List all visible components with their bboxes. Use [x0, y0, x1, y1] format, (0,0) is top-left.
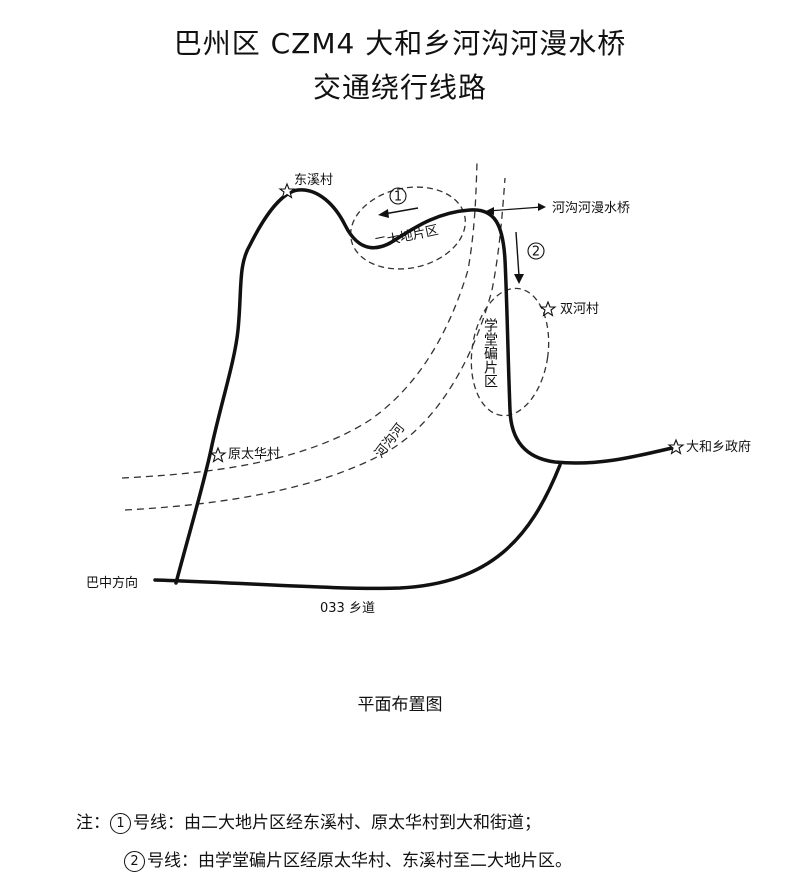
village-label-shuanghe: 双河村: [560, 302, 599, 317]
figure-caption: 平面布置图: [357, 695, 443, 715]
zone-2-circle: [470, 287, 550, 417]
route-2-marker: [527, 242, 545, 260]
route-1-arrow-head: [378, 209, 389, 218]
route-2-arrow: [515, 231, 520, 277]
star-icon: [539, 300, 557, 317]
title-line-2: 交通绕行线路: [312, 71, 487, 104]
direction-label-bazhong: 巴中方向: [86, 575, 138, 591]
route-2-circle-number: 2: [124, 850, 145, 872]
township-road-033: [153, 463, 562, 591]
zone-2-label: 学堂碥片区: [482, 318, 498, 388]
road-label-033: 033 乡道: [320, 601, 375, 616]
village-label-dongxi: 东溪村: [294, 173, 333, 188]
river-line-lower: [124, 177, 506, 511]
route-1-circle-number: 1: [110, 812, 131, 834]
river-line-upper: [121, 161, 478, 479]
note-route-2-text: 号线：由学堂碥片区经原太华村、东溪村至二大地片区。: [147, 851, 572, 871]
route-2-arrow-head: [514, 274, 524, 284]
star-icon: [278, 182, 296, 199]
bridge-pointer-head-left: [486, 207, 494, 215]
route-1-marker: [389, 187, 407, 205]
main-road: [174, 188, 674, 585]
bridge-pointer-head-right: [538, 203, 546, 211]
route-2-number: 2: [532, 245, 540, 260]
star-icon: [209, 446, 227, 463]
title-line-1: 巴州区 CZM4 大和乡河沟河漫水桥: [173, 27, 627, 60]
route-1-number: 1: [394, 190, 402, 205]
zone-1-label: 二大地片区: [373, 223, 440, 251]
note-prefix: 注：: [76, 813, 110, 833]
note-route-1-text: 号线：由二大地片区经东溪村、原太华村到大和街道；: [133, 813, 541, 833]
village-label-yuantaihua: 原太华村: [228, 447, 280, 462]
route-1-arrow: [383, 207, 419, 215]
zone-1-circle: [350, 186, 466, 270]
village-label-daxiang-gov: 大和乡政府: [686, 440, 751, 455]
bridge-pointer: [487, 206, 543, 212]
star-icon: [667, 438, 685, 455]
bridge-label: 河沟河漫水桥: [552, 201, 630, 216]
